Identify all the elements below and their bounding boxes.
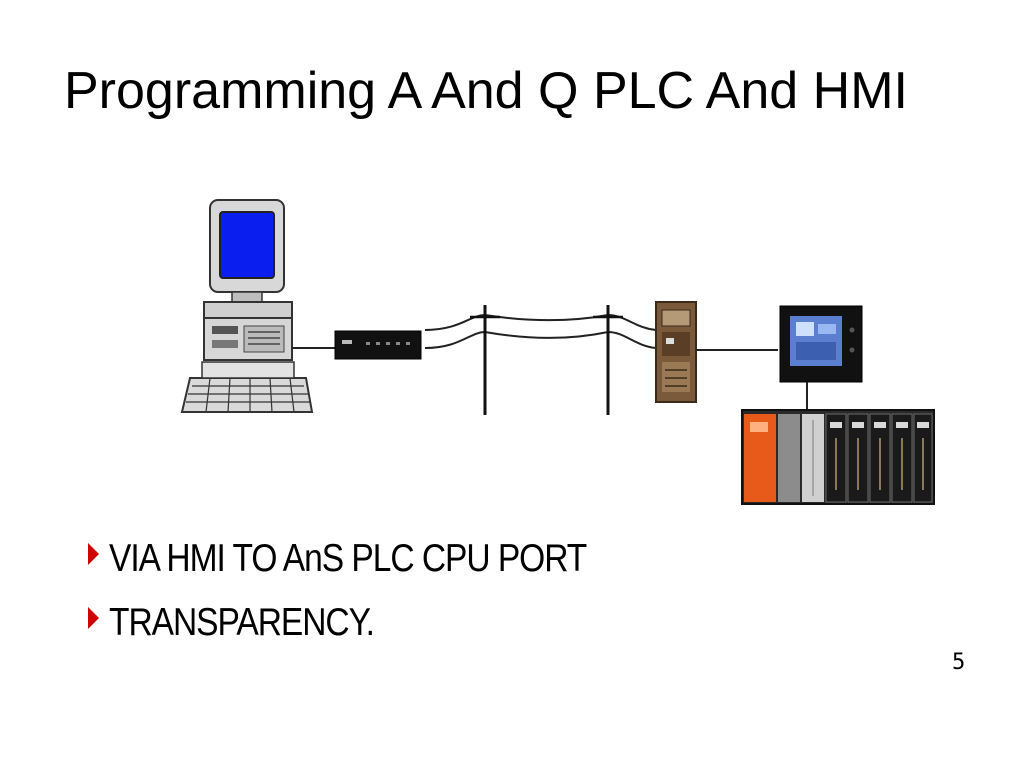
- utility-pole-icon: [470, 305, 500, 415]
- telephone-line-lower: [424, 330, 657, 349]
- arrow-bullet-icon: [88, 543, 99, 565]
- telephone-line-upper: [424, 313, 657, 331]
- page-marker: 5: [952, 650, 966, 675]
- bullet-text: VIA HMI TO AnS PLC CPU PORT: [109, 537, 587, 580]
- monitor-screen: [219, 211, 275, 279]
- arrow-bullet-icon: [88, 607, 99, 629]
- computer-icon: [180, 199, 314, 413]
- plc-rack-icon: [741, 409, 935, 505]
- network-diagram: [180, 199, 935, 505]
- list-item: TRANSPARENCY.: [88, 600, 664, 646]
- list-item: VIA HMI TO AnS PLC CPU PORT: [88, 536, 664, 582]
- bullet-list: VIA HMI TO AnS PLC CPU PORT TRANSPARENCY…: [88, 536, 664, 664]
- bullet-text: TRANSPARENCY.: [109, 601, 375, 644]
- hmi-panel-icon: [779, 305, 863, 383]
- utility-pole-icon: [593, 305, 623, 415]
- modem-icon: [334, 330, 422, 360]
- plc-module-icon: [655, 301, 697, 403]
- slide-title: Programming A And Q PLC And HMI: [64, 62, 908, 120]
